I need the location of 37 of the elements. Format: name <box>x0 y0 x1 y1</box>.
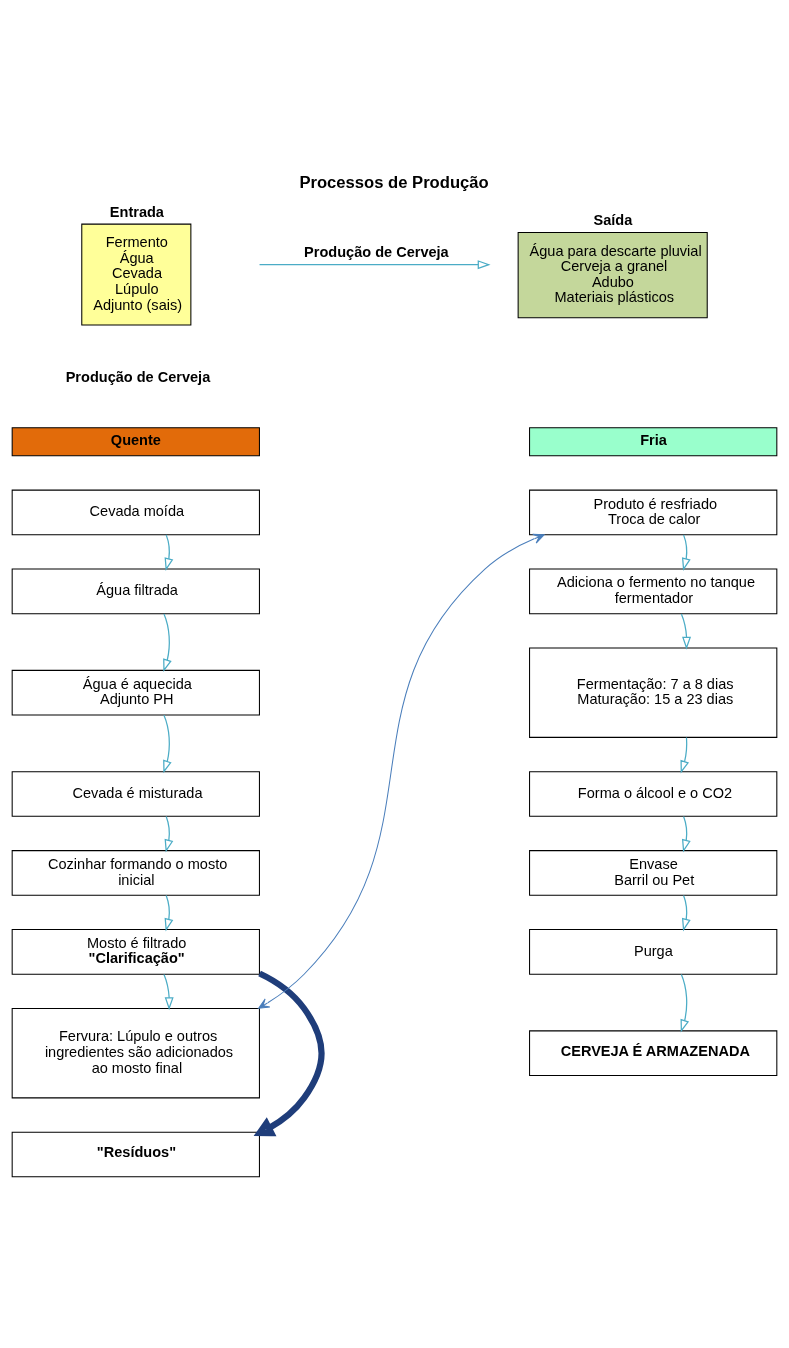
arrow <box>681 894 691 932</box>
node-box: Cevada é misturada <box>11 771 260 817</box>
node-box: Adiciona o fermento no tanque fermentador <box>529 568 778 615</box>
node-box: Purga <box>529 929 778 975</box>
arrow <box>258 260 491 270</box>
node-box: Fervura: Lúpulo e outros ingredientes são adicionados ao mosto final <box>11 1008 260 1099</box>
arrow <box>163 973 174 1011</box>
arrow <box>164 534 174 571</box>
edge-label: Produção de Cerveja <box>304 243 449 260</box>
node-label: Entrada <box>109 204 164 221</box>
node-box: Água filtrada <box>11 568 260 615</box>
node-box: Cozinhar formando o mosto inicial <box>11 850 260 896</box>
node-box: Produto é resfriado Troca de calor <box>529 489 778 536</box>
diagram-title: Processos de Produção <box>299 172 489 192</box>
arrow <box>680 973 690 1033</box>
arrow <box>164 894 174 932</box>
node-box: "Resíduos" <box>11 1131 260 1178</box>
arrow <box>681 815 691 853</box>
node-box: Cevada moída <box>11 489 260 536</box>
node-box: CERVEJA É ARMAZENADA <box>529 1030 778 1077</box>
arrow <box>253 970 325 1137</box>
node-box: Fria <box>529 427 778 457</box>
node-box: Envase Barril ou Pet <box>529 850 778 896</box>
arrow <box>258 533 545 1009</box>
arrow <box>681 534 691 571</box>
arrow <box>680 736 690 774</box>
node-box: Quente <box>11 427 260 457</box>
arrow <box>163 714 172 774</box>
node-box: Água é aquecida Adjunto PH <box>11 669 260 716</box>
node-box: Forma o álcool e o CO2 <box>529 771 778 817</box>
node-label: Saída <box>593 212 633 229</box>
node-box: Fermentação: 7 a 8 dias Maturação: 15 a 23 dias <box>529 647 778 738</box>
arrow <box>163 613 172 672</box>
arrow <box>680 613 692 650</box>
arrow <box>164 815 174 853</box>
node-box: Mosto é filtrado "Clarificação" <box>11 929 260 975</box>
label: Produção de Cerveja <box>65 369 211 386</box>
